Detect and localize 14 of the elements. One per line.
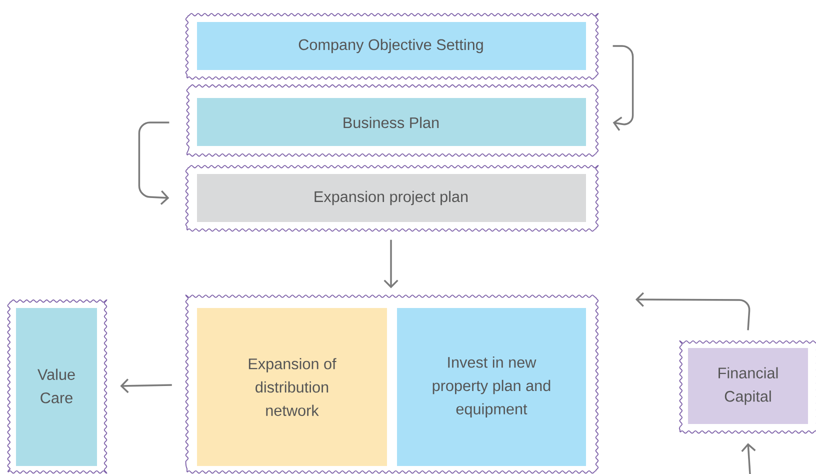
process-box: Expansion of distribution network bbox=[197, 308, 387, 466]
frame-box bbox=[185, 294, 599, 474]
arrow bbox=[635, 292, 750, 330]
process-box: Business Plan bbox=[186, 84, 599, 157]
process-box: Financial Capital bbox=[678, 340, 816, 434]
arrow bbox=[741, 443, 756, 474]
arrow bbox=[120, 378, 172, 394]
process-box: Value Care bbox=[7, 299, 108, 474]
process-box: Invest in new property plan and equipment bbox=[397, 308, 586, 466]
process-box: Expansion project plan bbox=[185, 165, 599, 232]
arrow bbox=[612, 45, 634, 131]
arrow bbox=[384, 240, 398, 288]
arrow bbox=[138, 122, 170, 205]
process-box: Company Objective Setting bbox=[185, 13, 599, 80]
